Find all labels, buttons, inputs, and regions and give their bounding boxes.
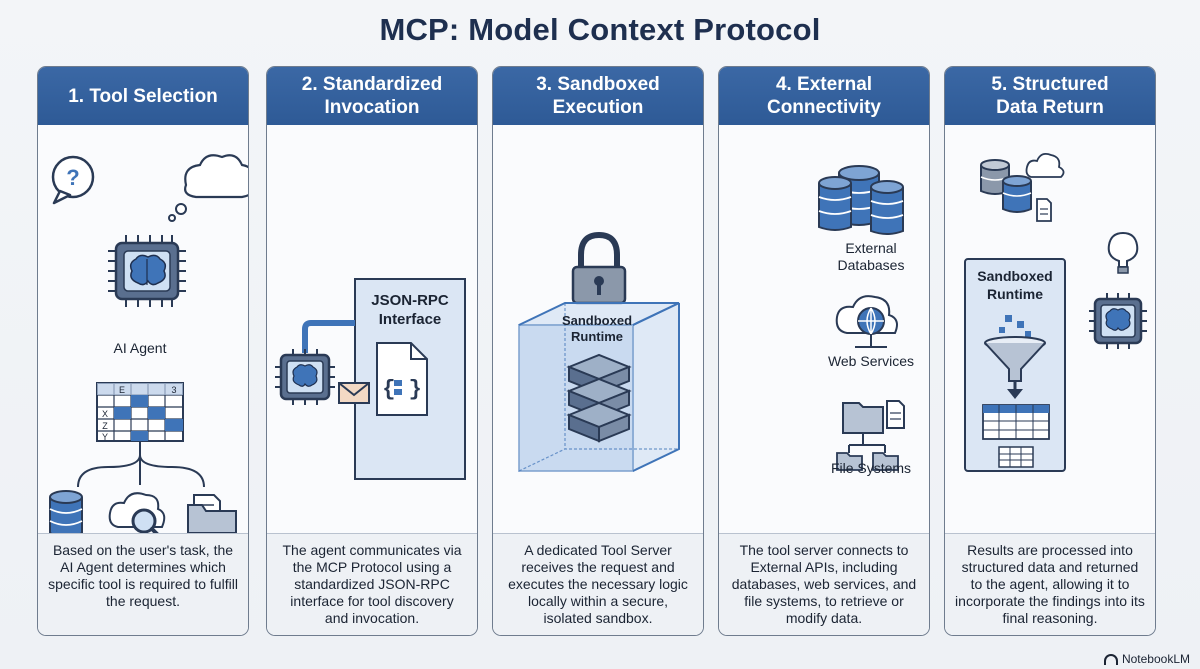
ai-chip-icon bbox=[275, 349, 335, 405]
step-panel-sandboxed-execution: 3. Sandboxed Execution Sandboxed Runtime bbox=[492, 66, 704, 636]
step-description: Based on the user's task, the AI Agent d… bbox=[38, 533, 248, 635]
folder-document-icon bbox=[187, 494, 237, 533]
step-heading: 3. Sandboxed Execution bbox=[493, 67, 703, 125]
step-description: The tool server connects to External API… bbox=[719, 533, 929, 635]
funnel-icon bbox=[984, 315, 1046, 399]
svg-text:3: 3 bbox=[171, 385, 176, 395]
web-services-icon bbox=[835, 295, 898, 348]
ai-agent-label: AI Agent bbox=[114, 340, 167, 356]
data-sources-icon bbox=[980, 152, 1065, 222]
tool-grid-icon: E 3 X Z Y bbox=[96, 382, 184, 442]
question-bubble-icon: ? bbox=[51, 155, 95, 205]
ai-chip-icon bbox=[1089, 293, 1147, 349]
lightbulb-icon bbox=[1107, 231, 1139, 274]
footer-label: NotebookLM bbox=[1121, 652, 1190, 666]
databases-label: Databases bbox=[838, 257, 905, 273]
step-description: Results are processed into structured da… bbox=[945, 533, 1155, 635]
ai-chip-icon bbox=[108, 235, 186, 307]
lock-icon bbox=[571, 231, 627, 305]
databases-label: External bbox=[845, 240, 896, 256]
step-illustration: External Databases Web Services File Sys… bbox=[719, 125, 929, 589]
step-description: A dedicated Tool Server receives the req… bbox=[493, 533, 703, 635]
structured-table-icon bbox=[982, 404, 1050, 468]
database-icon bbox=[49, 490, 83, 533]
runtime-label: Sandboxed bbox=[977, 268, 1052, 284]
svg-text:Y: Y bbox=[102, 432, 108, 442]
step-illustration: JSON-RPC Interface { } bbox=[267, 125, 477, 589]
envelope-icon bbox=[338, 382, 370, 404]
cloud-search-icon bbox=[108, 492, 166, 533]
file-systems-icon bbox=[836, 400, 905, 471]
step-heading: 2. Standardized Invocation bbox=[267, 67, 477, 125]
svg-text:X: X bbox=[102, 409, 108, 419]
step-heading: 4. External Connectivity bbox=[719, 67, 929, 125]
runtime-label: Runtime bbox=[987, 286, 1043, 302]
file-systems-label: File Systems bbox=[831, 460, 911, 476]
notebooklm-logo-icon bbox=[1103, 653, 1118, 665]
step-illustration: Sandboxed Runtime bbox=[945, 125, 1155, 589]
server-stack-icon bbox=[566, 353, 632, 443]
step-panel-tool-selection: 1. Tool Selection ? bbox=[37, 66, 249, 636]
svg-text:Z: Z bbox=[102, 421, 108, 431]
database-cluster-icon bbox=[818, 165, 904, 235]
step-illustration: ? AI Agent bbox=[38, 125, 248, 589]
svg-text:E: E bbox=[119, 385, 125, 395]
step-panel-standardized-invocation: 2. Standardized Invocation JSON-RPC Inte… bbox=[266, 66, 478, 636]
step-heading: 1. Tool Selection bbox=[38, 67, 248, 125]
step-panel-structured-data-return: 5. Structured Data Return S bbox=[944, 66, 1156, 636]
thought-cloud-icon bbox=[168, 154, 248, 222]
step-panel-external-connectivity: 4. External Connectivity External Databa… bbox=[718, 66, 930, 636]
question-mark: ? bbox=[66, 165, 79, 190]
step-heading: 5. Structured Data Return bbox=[945, 67, 1155, 125]
json-rpc-interface-box: JSON-RPC Interface { } bbox=[354, 278, 466, 480]
footer-brand: NotebookLM bbox=[1103, 652, 1190, 666]
step-description: The agent communicates via the MCP Proto… bbox=[267, 533, 477, 635]
interface-label: Interface bbox=[379, 311, 442, 328]
runtime-label: Runtime bbox=[571, 329, 623, 344]
interface-label: JSON-RPC bbox=[371, 292, 449, 309]
web-services-label: Web Services bbox=[828, 353, 914, 369]
runtime-label: Sandboxed bbox=[562, 313, 632, 328]
step-illustration: Sandboxed Runtime bbox=[493, 125, 703, 589]
page-title: MCP: Model Context Protocol bbox=[379, 12, 821, 47]
